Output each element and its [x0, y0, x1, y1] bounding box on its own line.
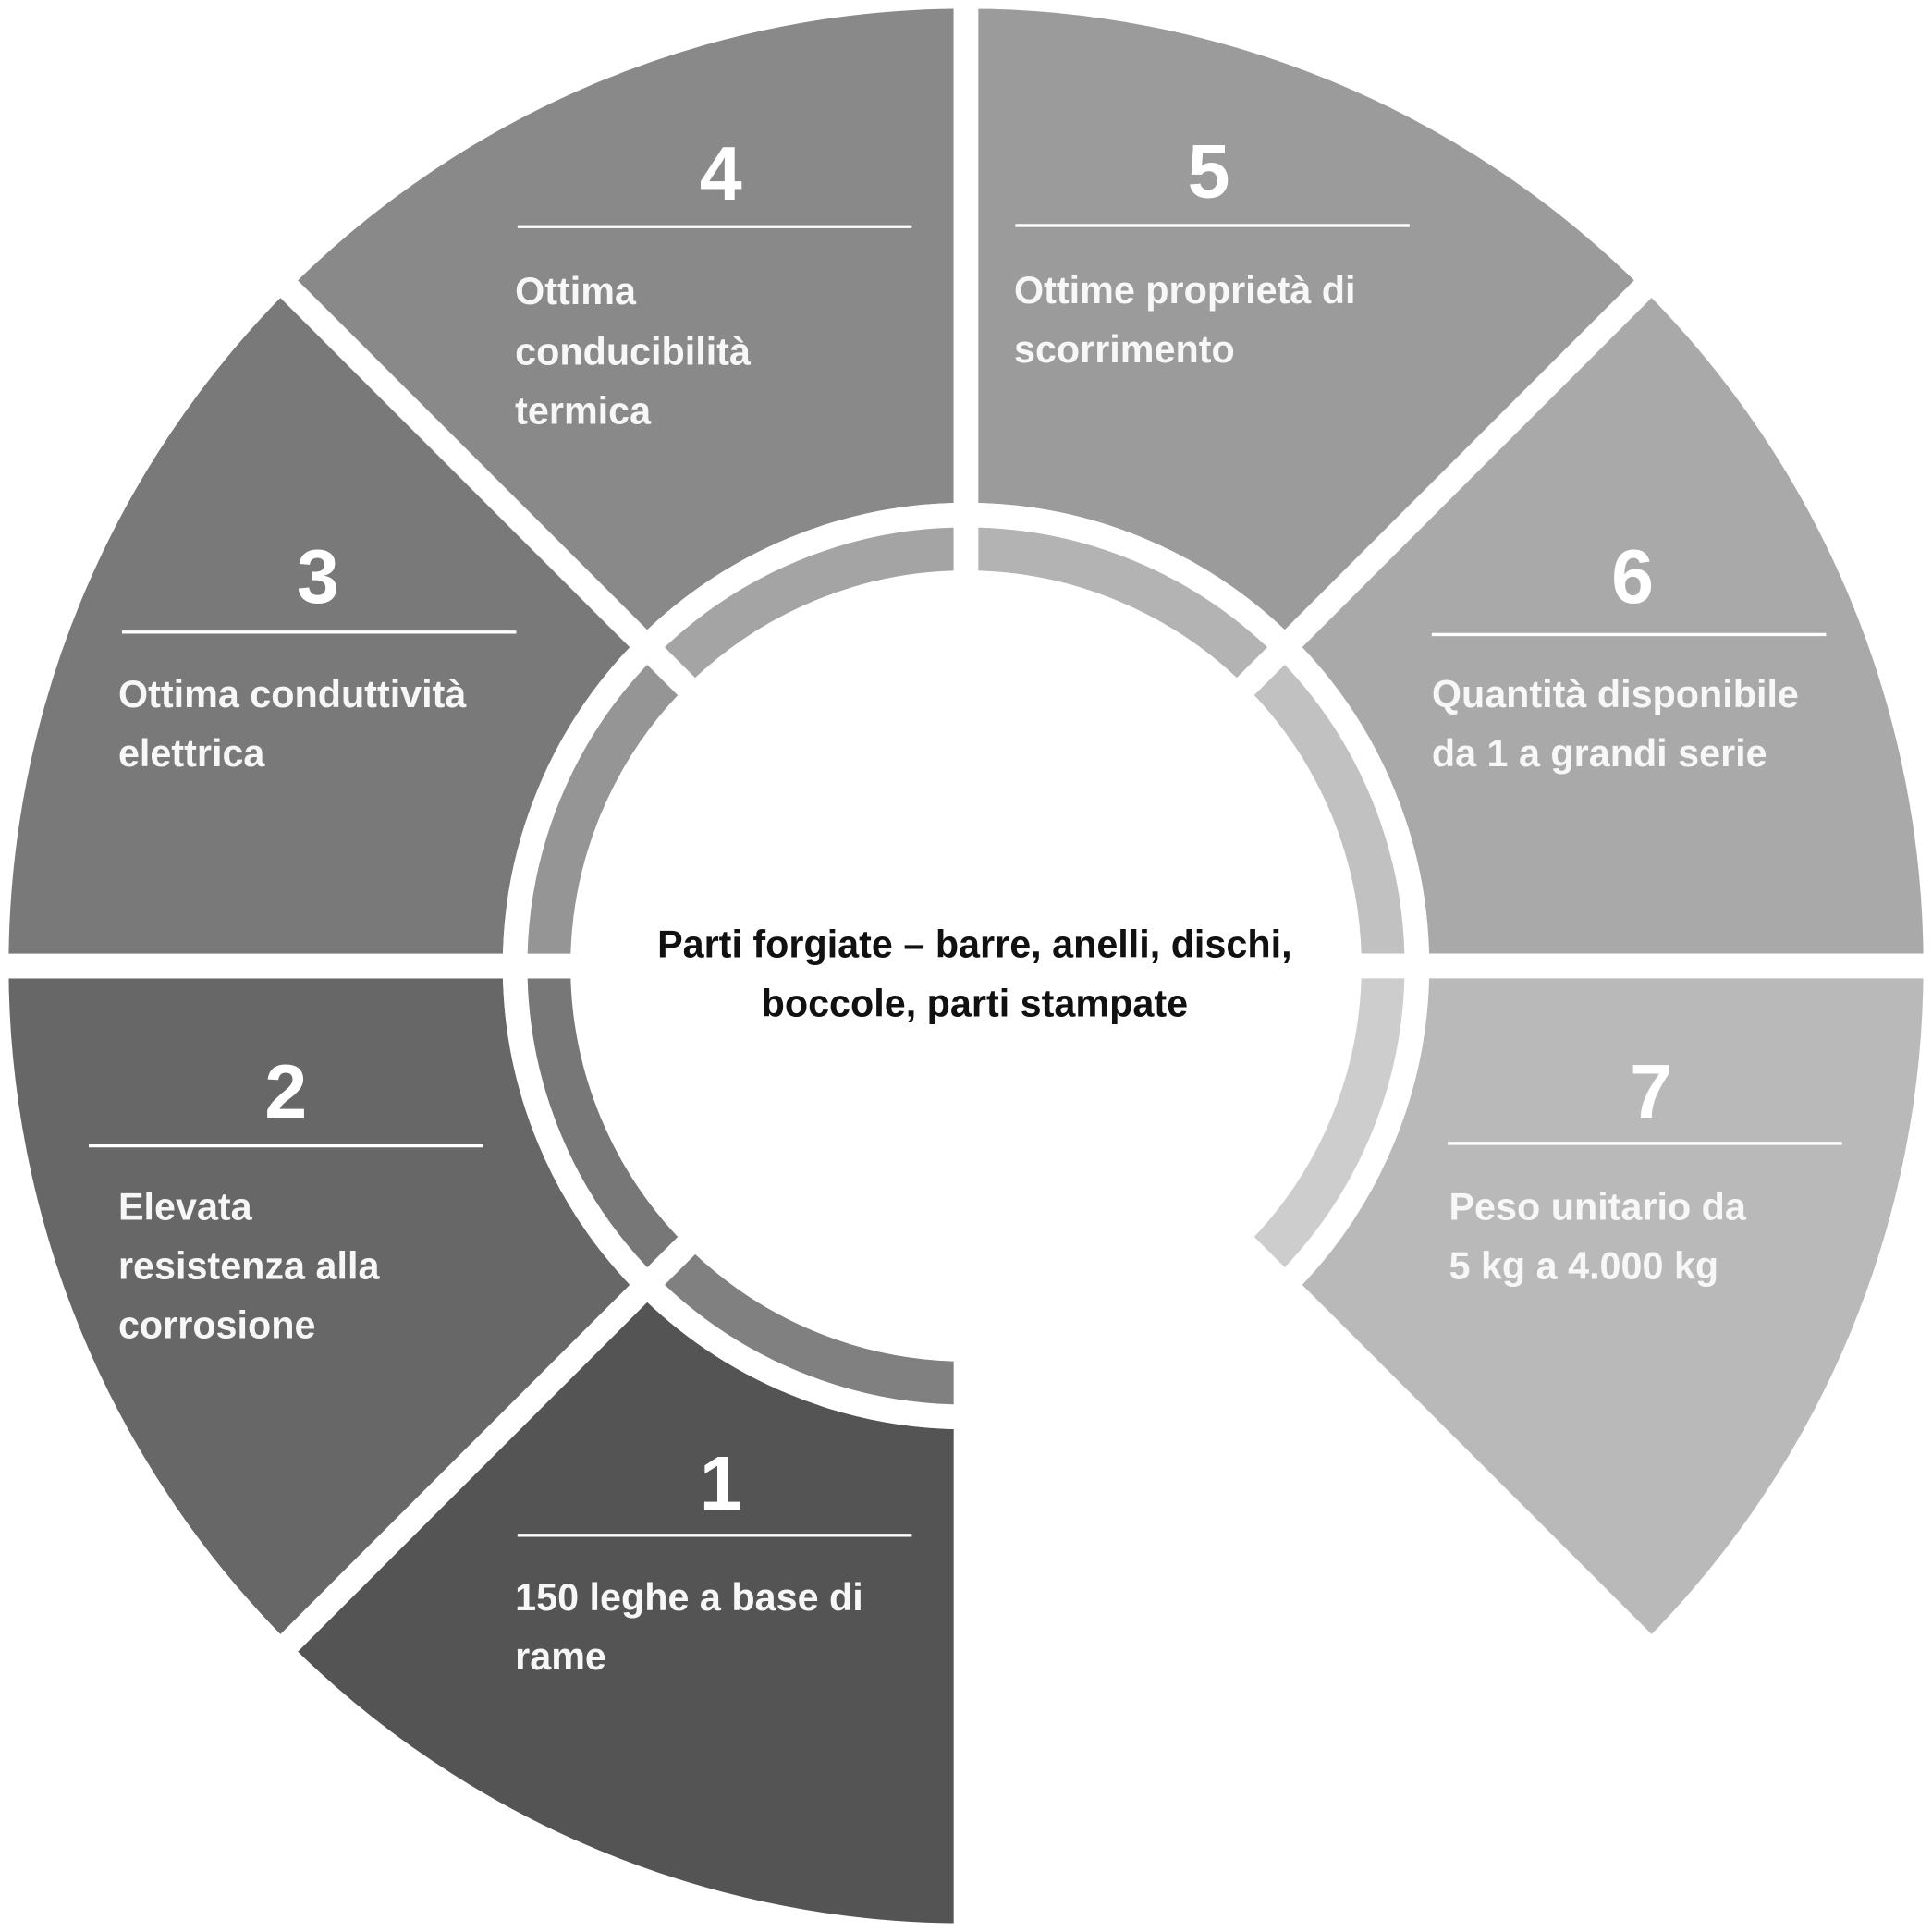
- segment-7-ring: [1219, 953, 1430, 1302]
- segment-label-line: 150 leghe a base di: [515, 1576, 863, 1619]
- segment-label-line: Peso unitario da: [1449, 1186, 1747, 1229]
- segment-label-line: da 1 a grandi serie: [1432, 732, 1767, 775]
- segment-number: 7: [1630, 1048, 1672, 1134]
- segment-label-line: Ottima: [515, 270, 637, 312]
- segment-number: 3: [297, 533, 339, 619]
- segment-number: 5: [1188, 128, 1230, 214]
- segment-label-line: 5 kg a 4.000 kg: [1449, 1245, 1719, 1288]
- segment-number: 2: [264, 1048, 307, 1134]
- segment-number: 1: [700, 1440, 742, 1526]
- center-title-line-1: Parti forgiate – barre, anelli, dischi,: [657, 923, 1291, 966]
- segment-label-line: elettrica: [118, 732, 265, 775]
- segment-label-line: conducibilità: [515, 331, 752, 373]
- segment-label-line: scorrimento: [1014, 328, 1235, 371]
- segment-label-line: Quantità disponibile: [1432, 673, 1799, 715]
- segment-label-line: Elevata: [118, 1186, 253, 1229]
- segment-label-line: rame: [515, 1635, 606, 1678]
- segment-label-line: Ottima conduttività: [118, 673, 467, 715]
- segment-label-line: resistenza alla: [118, 1245, 380, 1288]
- center-title-line-2: boccole, parti stampate: [762, 983, 1188, 1025]
- segment-number: 6: [1611, 533, 1654, 619]
- segment-number: 4: [700, 130, 742, 216]
- segment-label-line: corrosione: [118, 1304, 316, 1347]
- segment-label-line: termica: [515, 390, 652, 433]
- segment-label-line: Ottime proprietà di: [1014, 269, 1356, 312]
